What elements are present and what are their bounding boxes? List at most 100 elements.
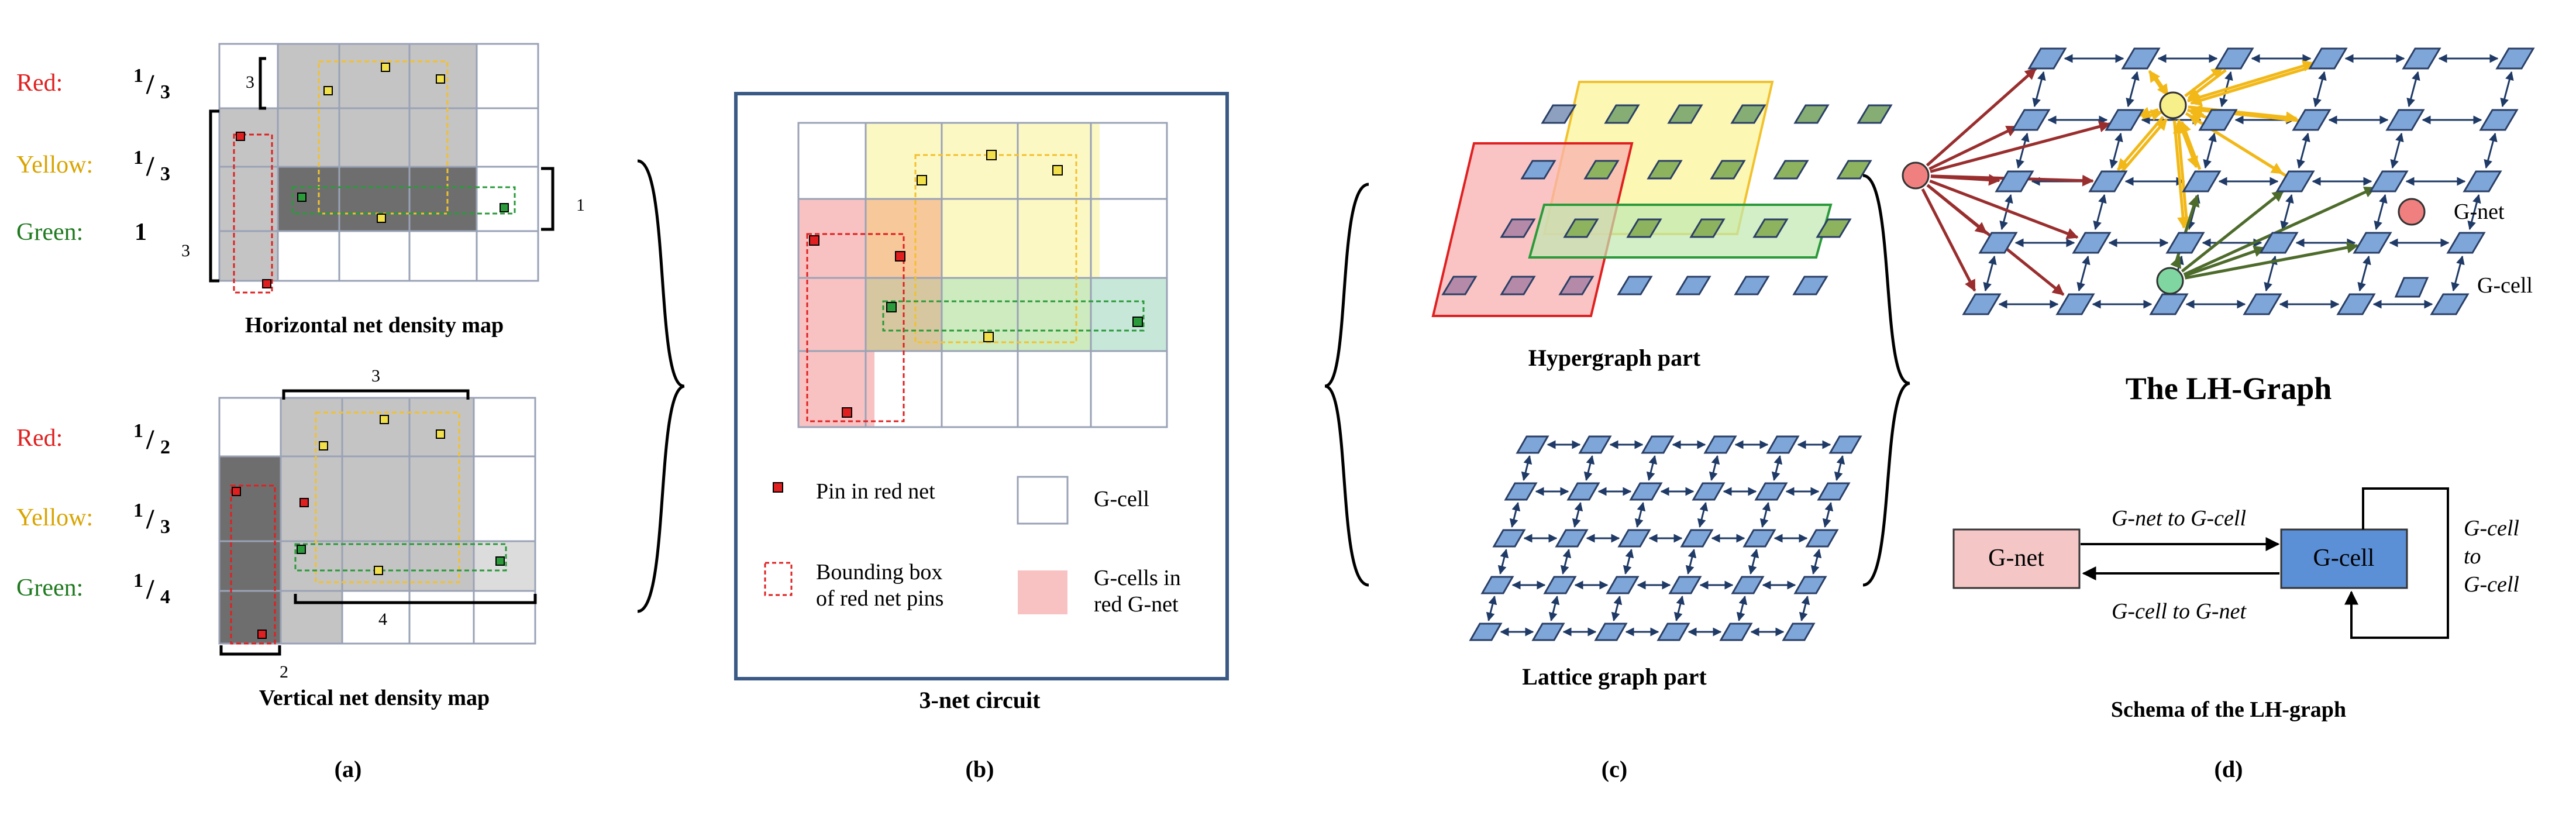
yellow-hyperedge (2142, 109, 2164, 121)
lattice-gcell (1641, 435, 1675, 454)
brace-bc (1324, 183, 1369, 587)
gnet-swatch (1018, 570, 1067, 614)
lattice-edge (1646, 455, 1658, 482)
brace-ab (637, 159, 685, 613)
fraction-green-value-v: 1 / 4 (133, 570, 170, 608)
lh-gcell (2165, 232, 2205, 254)
lattice-edge (1736, 595, 1748, 622)
lattice-gcell (1657, 623, 1690, 641)
fraction-green-label-v: Green: (16, 575, 83, 601)
lattice-gcell (1516, 435, 1549, 454)
lh-gcell (2308, 47, 2348, 70)
yellow-hyperedge (2189, 64, 2317, 106)
fractions-bottom: Red: 1 / 2 Yellow: 1 / 3 Green: 1 / 4 (16, 420, 170, 608)
red-hyperedge (1928, 125, 2019, 170)
svg-text:1: 1 (133, 570, 143, 592)
lattice-gcell (1817, 482, 1851, 501)
red-gnet-node (1902, 161, 1930, 190)
lattice-gcell (1555, 529, 1589, 548)
svg-text:1: 1 (133, 420, 143, 442)
lattice-gcell (1766, 435, 1800, 454)
red-hyperedge (1930, 121, 2111, 173)
lh-lattice-edge (2296, 132, 2310, 169)
circuit-frame (734, 92, 1229, 680)
fractions-top: Red: 1 / 3 Yellow: 1 / 3 Green: 1 (16, 65, 170, 246)
red-hyperedge (1926, 67, 2037, 167)
lattice-edge (1521, 455, 1532, 482)
schema-self-line2: to (2464, 544, 2481, 569)
lh-gcell (2011, 109, 2051, 131)
yellow-gnet-node (2159, 91, 2187, 119)
schema-gnet-box (1952, 528, 2081, 589)
lh-lattice-edge (2093, 194, 2107, 231)
yellow-hyperedge (2172, 121, 2189, 231)
lh-lattice-edge (2406, 71, 2420, 108)
legend-bbox-line1: Bounding box (816, 560, 942, 584)
lh-graph-title: The LH-Graph (2126, 371, 2332, 406)
fraction-red-label: Red: (16, 70, 63, 97)
panel-d-tag: (d) (2215, 756, 2243, 782)
hyper-gcell (1752, 218, 1789, 238)
lh-gcell (2121, 47, 2161, 70)
dim-red-width: 2 (280, 662, 288, 682)
fraction-yellow-label: Yellow: (16, 152, 93, 178)
dim-red-height: 3 (181, 241, 190, 260)
lattice-edge (1548, 595, 1560, 622)
lh-gcell (2198, 109, 2238, 131)
lattice-gcell (1793, 576, 1827, 594)
lattice-title: Lattice graph part (1522, 663, 1707, 690)
lh-gcell (2275, 170, 2315, 192)
lh-gcell (2353, 232, 2392, 254)
lattice-edge (1623, 548, 1634, 575)
yellow-hyperedge (2190, 104, 2301, 122)
hyper-gcell (1675, 276, 1711, 295)
hyper-gcell (1734, 276, 1770, 295)
lh-lattice-edge (2109, 132, 2123, 169)
lh-gcell (2463, 170, 2502, 192)
vertical-density-grid: 3 4 2 (218, 366, 537, 682)
lh-gcell (1962, 293, 2002, 315)
red-hyperedge (1929, 179, 2079, 239)
lh-lattice-edge (2357, 255, 2371, 292)
lattice-gcell (1629, 482, 1663, 501)
lh-lattice-edge (2467, 194, 2481, 231)
lh-legend: G-net G-cell (2394, 198, 2533, 298)
lattice-gcell (1680, 529, 1714, 548)
schema-edge-top: G-net to G-cell (2112, 506, 2246, 531)
legend-bbox-line2: of red net pins (816, 586, 943, 611)
lattice-edge (1697, 501, 1709, 528)
hyper-gcell (1441, 276, 1478, 295)
hyper-gcell (1857, 104, 1893, 124)
lh-gcell (2088, 170, 2128, 192)
fraction-red-value-v: 1 / 2 (133, 420, 170, 458)
lh-gcell (2446, 232, 2486, 254)
lh-gcell (2369, 170, 2409, 192)
yellow-hyperedge (2188, 68, 2227, 100)
lh-gcell (2402, 47, 2441, 70)
hyper-gcell (1626, 218, 1662, 238)
svg-text:2: 2 (160, 436, 170, 458)
red-hyperedge (1921, 188, 1976, 292)
schema-self-line1: G-cell (2464, 516, 2519, 541)
lh-gcell (1995, 170, 2034, 192)
lh-gcell (2292, 109, 2332, 131)
svg-text:/: / (146, 504, 154, 535)
lattice-edge (1583, 455, 1595, 482)
lattice-gcell (1617, 529, 1651, 548)
hyper-gcell (1500, 276, 1536, 295)
hyper-cells (1441, 104, 1893, 295)
gcell-node-icon (2394, 277, 2429, 298)
legend-pin: Pin in red net (816, 479, 935, 504)
schema-gcell-box (2280, 528, 2408, 589)
schema-gcell-label: G-cell (2313, 545, 2375, 572)
yellow-hyperedge (2188, 105, 2298, 123)
lattice-gcell (1480, 576, 1514, 594)
hyper-gcell (1583, 160, 1620, 180)
lh-gcell (2430, 293, 2470, 315)
fraction-red-label-v: Red: (16, 425, 63, 452)
lattice-edge (1685, 548, 1697, 575)
yellow-hyperedge (2180, 121, 2202, 170)
panel-c-tag: (c) (1602, 756, 1627, 782)
svg-text:3: 3 (160, 516, 170, 538)
svg-text:/: / (146, 574, 154, 605)
